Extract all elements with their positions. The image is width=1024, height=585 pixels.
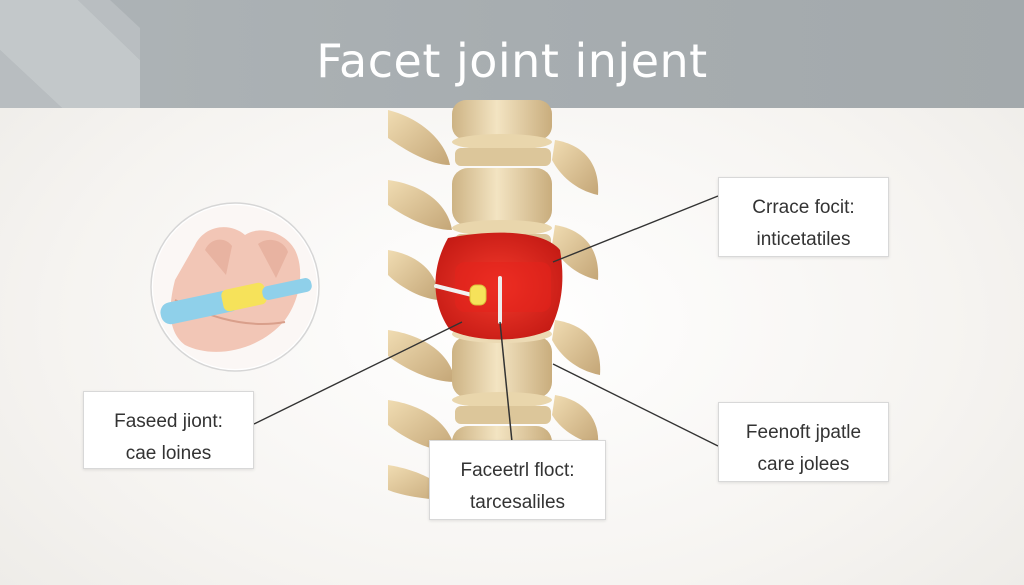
hand-syringe-inset-icon <box>150 202 320 372</box>
callout-bottom-center: Faceetrl floct: tarcesaliles <box>429 440 606 520</box>
callout-top-right: Crrace focit: inticetatiles <box>718 177 889 257</box>
title-banner: Facet joint injent <box>0 0 1024 108</box>
callout-line: Crrace focit: <box>752 197 855 218</box>
callout-line: cae loines <box>125 443 212 464</box>
needle-icon <box>434 276 513 443</box>
callout-line: tarcesaliles <box>469 492 566 513</box>
page-title: Facet joint injent <box>316 34 708 88</box>
leader-line-4 <box>552 363 719 447</box>
callout-line: care jolees <box>757 454 850 475</box>
callout-left: Faseed jiont: cae loines <box>83 391 254 469</box>
callout-bottom-right: Feenoft jpatle care jolees <box>718 402 889 482</box>
leader-line-2 <box>253 321 463 425</box>
leader-line-1 <box>552 195 719 263</box>
callout-line: Faseed jiont: <box>114 411 223 432</box>
callout-line: Feenoft jpatle <box>745 422 862 443</box>
callout-line: Faceetrl floct: <box>460 460 575 481</box>
callout-line: inticetatiles <box>756 229 851 250</box>
banner-logo-icon <box>0 0 140 108</box>
